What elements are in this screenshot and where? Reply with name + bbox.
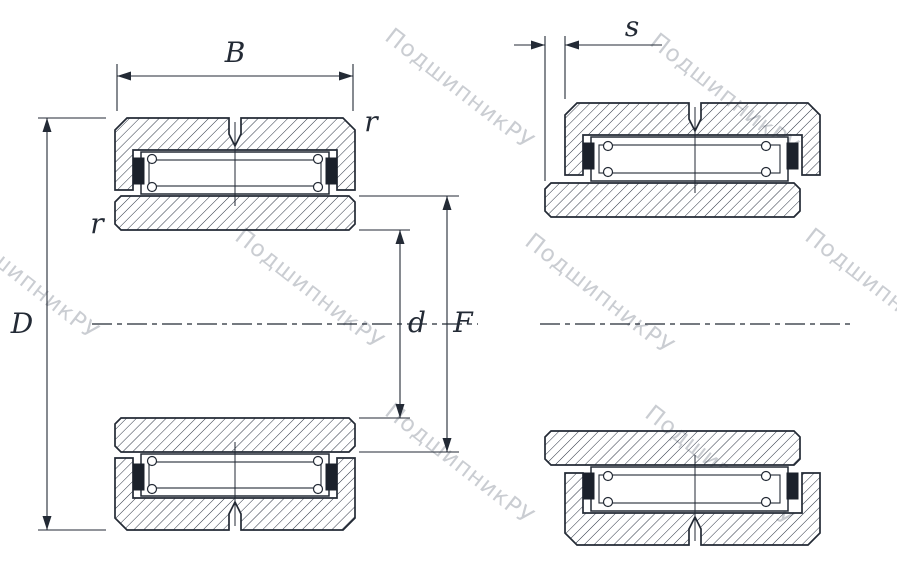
seal-mark (325, 157, 338, 185)
arrowhead (442, 196, 452, 210)
arrowhead (42, 516, 52, 530)
watermark-text: ПодшипникРУ (520, 228, 679, 360)
cage-pin (602, 470, 614, 482)
right-inner-ring-bottom-section (544, 430, 801, 466)
dim-label-inner-race-diameter: F (452, 306, 474, 339)
arrowhead (531, 40, 545, 50)
cage-pin (312, 181, 324, 193)
cage-pin (602, 496, 614, 508)
cage-pin (146, 483, 158, 495)
seal-mark (132, 463, 145, 491)
cage-pin (146, 455, 158, 467)
arrowhead (339, 71, 353, 81)
arrowhead (565, 40, 579, 50)
cage-pin (602, 140, 614, 152)
right-roller-bottom (590, 466, 789, 512)
seal-mark (582, 472, 595, 500)
seal-mark (786, 472, 799, 500)
dim-label-chamfer-inner: r (90, 207, 105, 240)
left-inner-ring-top-section (114, 195, 356, 231)
cage-pin (760, 496, 772, 508)
seal-mark (325, 463, 338, 491)
dim-label-chamfer-outer: r (364, 105, 379, 138)
dim-label-outer-diameter: D (10, 307, 33, 340)
dimensions: B D d F s r r (10, 10, 662, 531)
cage-pin (760, 470, 772, 482)
cage-pin (312, 483, 324, 495)
arrowhead (395, 404, 405, 418)
left-inner-ring-bottom-section (114, 417, 356, 453)
cage-pin (312, 153, 324, 165)
arrowhead (442, 438, 452, 452)
watermark-text: ПодшипникРУ (800, 223, 897, 355)
bearing-section-view-right (540, 102, 852, 546)
dim-label-bore-diameter: d (408, 306, 426, 339)
cage-pin (760, 140, 772, 152)
dim-label-outer-width: B (224, 36, 246, 69)
seal-mark (582, 142, 595, 170)
right-inner-ring-top-section (544, 182, 801, 218)
right-roller-top (590, 136, 789, 182)
cage-pin (146, 153, 158, 165)
right-cage-bottom (598, 474, 781, 504)
watermark-text: ПодшипникРУ (380, 23, 539, 155)
arrowhead (117, 71, 131, 81)
cage-pin (760, 166, 772, 178)
dim-label-offset: s (625, 10, 639, 43)
cage-pin (602, 166, 614, 178)
cage-pin (146, 181, 158, 193)
watermark-text: ПодшипникРУ (230, 223, 389, 355)
arrowhead (395, 230, 405, 244)
right-cage-top (598, 144, 781, 174)
cage-pin (312, 455, 324, 467)
seal-mark (132, 157, 145, 185)
bearing-section-view-left (92, 117, 478, 531)
arrowhead (42, 118, 52, 132)
seal-mark (786, 142, 799, 170)
